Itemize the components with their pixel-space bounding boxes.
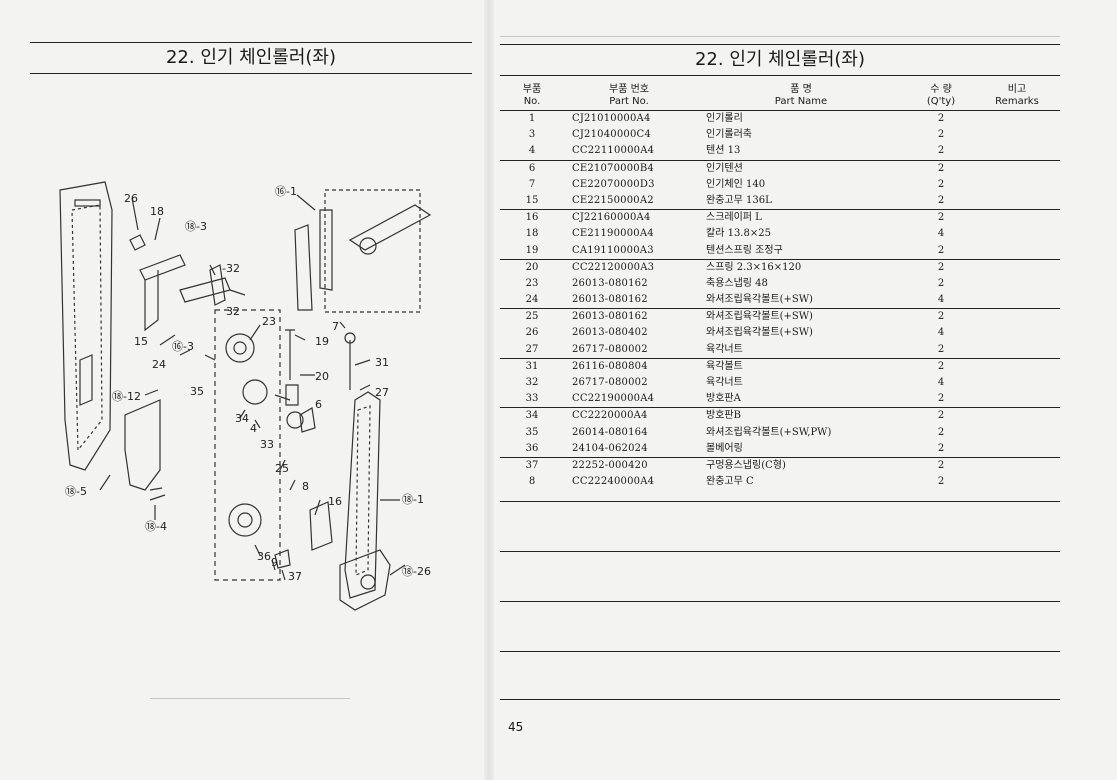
right-page-title: 22. 인기 체인롤러(좌) [500,44,1060,76]
callout-37: 37 [288,570,302,583]
callout-20: 20 [315,370,329,383]
callout-6: 6 [315,398,322,411]
exploded-parts-diagram: 26 18 ⑱-3 ⑯-1 -32 32 23 19 15 ⑯-3 24 35 … [50,170,470,620]
callout-16: 16 [328,495,342,508]
header-remarks: 비고 Remarks [995,84,1039,107]
callout-9: 9 [271,556,278,569]
callout-4: 4 [250,422,257,435]
callout-31: 31 [375,356,389,369]
callout-33: 33 [260,438,274,451]
callout-24: 24 [152,358,166,371]
left-page-title: 22. 인기 체인롤러(좌) [30,42,472,74]
callout-32a: -32 [222,262,240,275]
callout-18-5: ⑱-5 [65,485,87,498]
callout-19: 19 [315,335,329,348]
callout-35: 35 [190,385,204,398]
right-page: 22. 인기 체인롤러(좌) 부품 No. 부품 번호 Part No. 품 명… [490,0,1117,780]
header-part-name: 품 명 Part Name [774,84,828,107]
page-gutter [484,0,494,780]
callout-18-3: ⑱-3 [185,220,207,233]
callout-26: 26 [124,192,138,205]
parts-drawing: 26 18 ⑱-3 ⑯-1 -32 32 23 19 15 ⑯-3 24 35 … [59,181,432,611]
table-rule [500,551,1060,552]
callout-32b: 32 [226,305,240,318]
callout-15: 15 [134,335,148,348]
callout-8: 8 [302,480,309,493]
callout-36: 36 [257,550,271,563]
page-number: 45 [508,720,524,734]
bleed-through-line [150,698,350,699]
callout-16-3: ⑯-3 [172,340,194,353]
parts-table: 부품 No. 부품 번호 Part No. 품 명 Part Name 수 량 … [500,84,1060,490]
header-part-no: 부품 번호 Part No. [609,84,649,107]
table-header: 부품 No. 부품 번호 Part No. 품 명 Part Name 수 량 … [500,84,1060,111]
table-rule [500,651,1060,652]
callout-23: 23 [262,315,276,328]
header-qty: 수 량 (Q'ty) [926,84,956,107]
callout-18-12: ⑱-12 [112,390,141,403]
callout-7: 7 [332,320,339,333]
table-rule [500,601,1060,602]
callout-34: 34 [235,412,249,425]
callout-18: 18 [150,205,164,218]
callout-25: 25 [275,462,289,475]
header-no: 부품 No. [522,84,542,107]
table-rule [500,501,1060,502]
callout-16-1: ⑯-1 [275,185,297,198]
left-page: 22. 인기 체인롤러(좌) [0,0,490,780]
callout-27: 27 [375,386,389,399]
table-rule [500,699,1060,700]
bleed-through-line-top [500,36,1060,37]
callout-18-1: ⑱-1 [402,493,424,506]
callout-18-26: ⑱-26 [402,565,431,578]
callout-18-4: ⑱-4 [145,520,167,533]
